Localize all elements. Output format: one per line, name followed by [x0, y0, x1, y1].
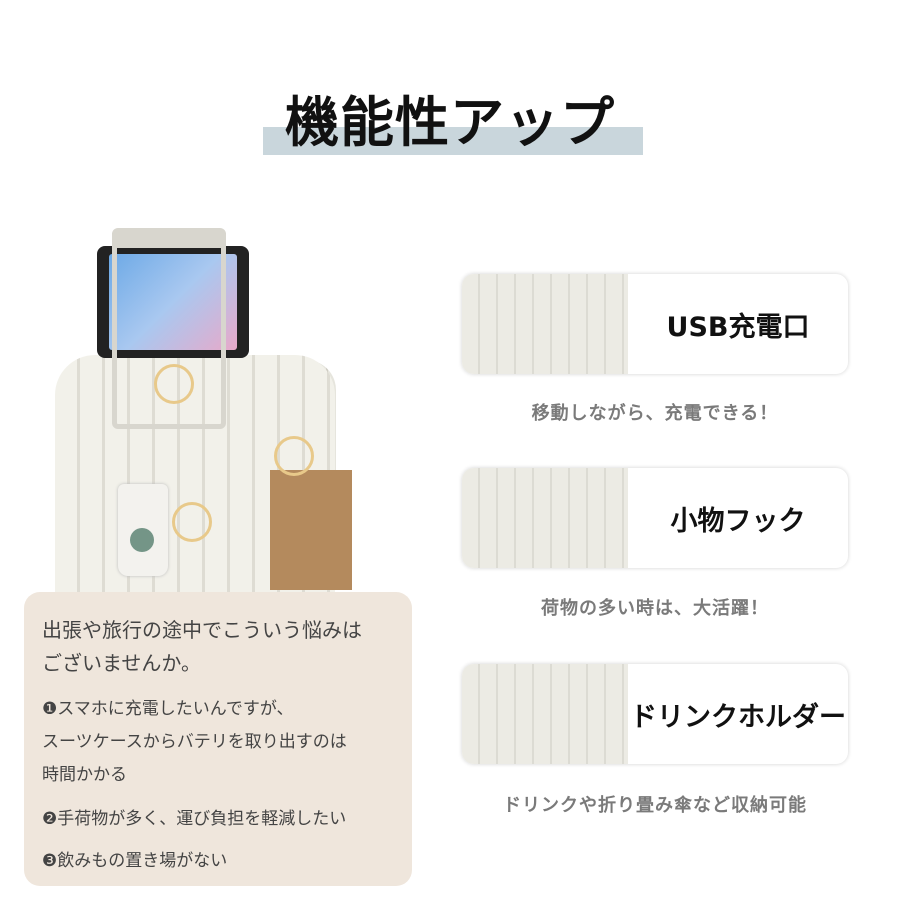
- drink-cup: [118, 484, 168, 576]
- hook-image: [462, 468, 628, 568]
- concern-item: ❷手荷物が多く、運び負担を軽減したい: [42, 809, 347, 829]
- feature-card-drink-holder: ドリンクホルダー: [462, 664, 848, 764]
- page-title: 機能性アップ: [285, 91, 615, 154]
- feature-label: USB充電口: [666, 311, 810, 343]
- tablet-holder: [112, 228, 226, 429]
- feature-card-hook: 小物フック: [462, 468, 848, 568]
- concern-item: 時間かかる: [42, 765, 127, 785]
- concerns-intro: 出張や旅行の途中でこういう悩みは: [42, 618, 362, 642]
- usb-port-image: [462, 274, 628, 374]
- paper-bag: [270, 470, 352, 590]
- concern-item: スーツケースからバテリを取り出すのは: [42, 732, 347, 752]
- feature-label: ドリンクホルダー: [630, 701, 846, 733]
- usb-highlight-ring: [154, 364, 194, 404]
- feature-caption: ドリンクや折り畳み傘など収納可能: [503, 795, 807, 816]
- title-underline: [263, 127, 643, 155]
- feature-card-usb: USB充電口: [462, 274, 848, 374]
- concern-item: ❶スマホに充電したいんですが、: [42, 699, 294, 719]
- drink-holder-image: [462, 664, 628, 764]
- concern-item: ❸飲みもの置き場がない: [42, 851, 228, 871]
- holder-highlight-ring: [172, 502, 212, 542]
- tablet-screen: [109, 254, 237, 350]
- concerns-box: 出張や旅行の途中でこういう悩みは ございませんか。 ❶スマホに充電したいんですが…: [24, 592, 412, 886]
- feature-caption: 移動しながら、充電できる！: [531, 403, 779, 424]
- concerns-intro: ございませんか。: [42, 651, 201, 675]
- feature-caption: 荷物の多い時は、大活躍！: [541, 598, 769, 619]
- hook-highlight-ring: [274, 436, 314, 476]
- feature-label: 小物フック: [670, 505, 806, 537]
